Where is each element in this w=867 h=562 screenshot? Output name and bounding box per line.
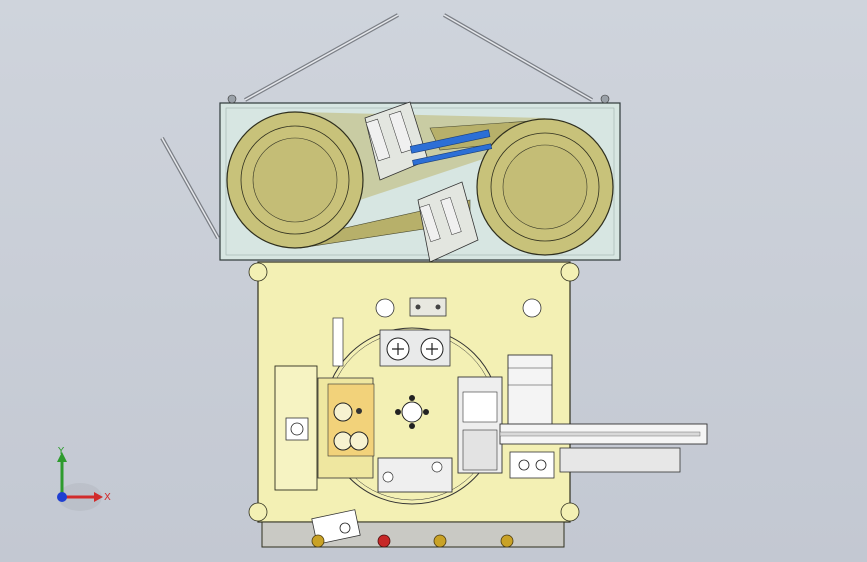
y-arrow-head-icon xyxy=(57,452,67,462)
control-panel[interactable] xyxy=(261,509,565,548)
right-reel xyxy=(476,118,614,256)
control-button-1[interactable] xyxy=(311,534,325,548)
z-axis-marker xyxy=(57,492,67,502)
fan-units xyxy=(379,329,451,367)
reel-panel[interactable] xyxy=(219,94,621,263)
bottom-gripper-module xyxy=(377,457,453,493)
support-rods xyxy=(160,13,593,239)
control-button-3[interactable] xyxy=(500,534,514,548)
base-plate[interactable] xyxy=(248,261,580,523)
tape-guide-lower xyxy=(417,181,479,263)
tape-guide-upper xyxy=(364,101,493,181)
x-axis-label: X xyxy=(104,492,111,503)
control-button-2[interactable] xyxy=(433,534,447,548)
emergency-stop-button[interactable] xyxy=(377,534,391,548)
x-arrow-head-icon xyxy=(94,492,103,502)
output-conveyor[interactable] xyxy=(499,423,708,479)
axis-triad: Y X xyxy=(57,446,111,511)
y-axis-label: Y xyxy=(57,446,65,457)
right-picker-module xyxy=(457,354,553,474)
left-feeder-module xyxy=(274,317,375,491)
left-reel xyxy=(226,111,364,249)
